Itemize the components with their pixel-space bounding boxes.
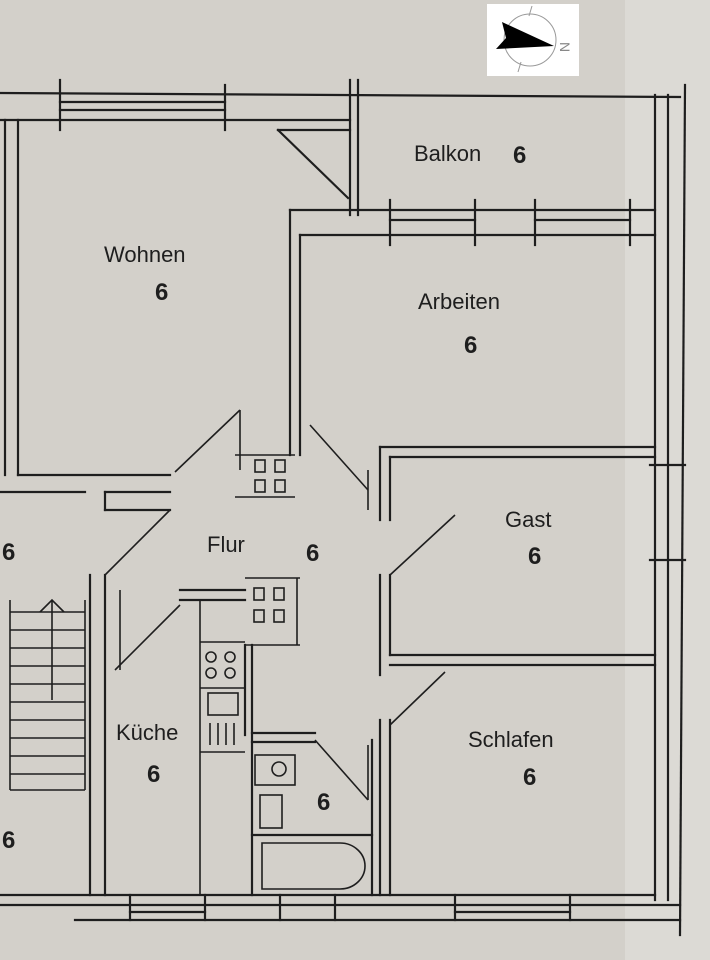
room-flur-name: Flur	[207, 532, 245, 557]
oven-icon	[207, 692, 239, 716]
room-balkon-number: 6	[513, 142, 526, 169]
north-arrow-icon	[496, 22, 554, 49]
room-left-lower-number: 6	[2, 827, 15, 854]
sink-icon	[271, 761, 287, 777]
shaft-lower	[245, 577, 300, 646]
room-wohnen-number: 6	[155, 279, 168, 306]
room-left-upper-number: 6	[2, 539, 15, 566]
room-kueche-name: Küche	[116, 720, 178, 745]
room-bad-number: 6	[317, 789, 330, 816]
room-gast-number: 6	[528, 543, 541, 570]
room-labels: Balkon 6 Wohnen 6 Arbeiten 6 Gast 6 Flur…	[2, 141, 554, 854]
door-swings	[104, 409, 456, 801]
compass: N	[487, 4, 579, 76]
room-gast-name: Gast	[505, 507, 551, 532]
kitchen-counter	[199, 600, 245, 895]
room-schlafen-number: 6	[523, 764, 536, 791]
room-wohnen-name: Wohnen	[104, 242, 186, 267]
toilet-icon	[259, 794, 283, 829]
bathtub-icon	[261, 842, 366, 890]
room-arbeiten-name: Arbeiten	[418, 289, 500, 314]
walls	[0, 78, 687, 937]
room-schlafen-name: Schlafen	[468, 727, 554, 752]
stove-burner-icon	[205, 651, 217, 663]
room-balkon-name: Balkon	[414, 141, 481, 166]
room-flur-number: 6	[306, 540, 319, 567]
stairs	[9, 598, 86, 791]
bathroom-fixtures	[254, 754, 366, 890]
room-kueche-number: 6	[147, 761, 160, 788]
north-label: N	[557, 42, 573, 52]
shaft-upper	[235, 454, 295, 498]
room-arbeiten-number: 6	[464, 332, 477, 359]
